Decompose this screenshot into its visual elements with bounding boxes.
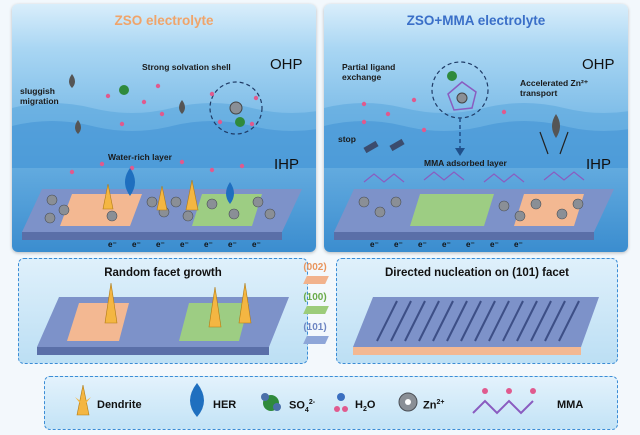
svg-text:e⁻: e⁻ bbox=[514, 240, 523, 249]
dendrite-icon bbox=[75, 385, 91, 416]
svg-text:e⁻: e⁻ bbox=[156, 240, 165, 249]
zinc-atoms bbox=[358, 196, 584, 222]
facet-002-swatch bbox=[303, 276, 329, 284]
water-rich-layer-text: Water-rich layer bbox=[108, 152, 172, 162]
legend-zn: Zn2+ bbox=[423, 399, 445, 412]
mma-adsorbed-chains bbox=[363, 171, 585, 183]
svg-text:e⁻: e⁻ bbox=[442, 240, 451, 249]
legend-dendrite: Dendrite bbox=[97, 399, 142, 411]
facet-100-swatch bbox=[303, 306, 329, 314]
svg-text:e⁻: e⁻ bbox=[204, 240, 213, 249]
svg-text:e⁻: e⁻ bbox=[180, 240, 189, 249]
legend-mma: MMA bbox=[557, 399, 584, 411]
water-waves bbox=[324, 103, 628, 168]
svg-text:e⁻: e⁻ bbox=[252, 240, 261, 249]
directed-nucleation-title: Directed nucleation on (101) facet bbox=[384, 267, 570, 279]
zso-mma-scene: e⁻ e⁻ e⁻ e⁻ e⁻ e⁻ e⁻ bbox=[334, 61, 614, 249]
stop-hammer-icon bbox=[389, 138, 405, 152]
zn-icon bbox=[398, 392, 418, 412]
dashed-arrow-head bbox=[455, 148, 465, 156]
zso-mma-electrolyte-panel: ZSO+MMA electrolyte OHP IHP Partial liga… bbox=[324, 4, 628, 252]
dendrites bbox=[104, 283, 252, 328]
water-molecules bbox=[69, 83, 259, 175]
stop-text: stop bbox=[338, 134, 356, 144]
random-facet-growth-title: Random facet growth bbox=[104, 267, 222, 279]
substrate-orange-facet bbox=[514, 194, 584, 226]
so4-ion bbox=[235, 117, 245, 127]
mma-molecule bbox=[447, 81, 477, 111]
water-molecules bbox=[361, 97, 507, 133]
her-bubble bbox=[226, 182, 234, 204]
zn-ion-drop bbox=[179, 100, 185, 114]
sluggish-migration-text: sluggish migration bbox=[20, 86, 59, 106]
legend-her: HER bbox=[213, 399, 237, 411]
dendrites bbox=[102, 179, 199, 211]
zso-scene: e⁻ e⁻ e⁻ e⁻ e⁻ e⁻ e⁻ bbox=[22, 74, 302, 249]
so4-icon bbox=[261, 393, 281, 411]
her-icon bbox=[190, 383, 204, 417]
electron-labels: e⁻ e⁻ e⁻ e⁻ e⁻ e⁻ e⁻ bbox=[370, 240, 523, 249]
mma-icon bbox=[472, 388, 536, 415]
svg-text:e⁻: e⁻ bbox=[132, 240, 141, 249]
stop-hammer-icon bbox=[363, 140, 379, 154]
directed-nucleation-box: Directed nucleation on (101) facet bbox=[336, 258, 618, 364]
substrate-orange-facet bbox=[60, 194, 142, 226]
ihp-label: IHP bbox=[274, 156, 300, 173]
svg-text:e⁻: e⁻ bbox=[466, 240, 475, 249]
facet-002-label: (002) bbox=[303, 262, 327, 273]
accelerated-transport-text: Accelerated Zn²⁺ transport bbox=[520, 78, 589, 98]
svg-text:e⁻: e⁻ bbox=[418, 240, 427, 249]
electrode-edge bbox=[22, 232, 282, 240]
zn-ion-drop bbox=[69, 74, 75, 88]
aligned-platelets bbox=[376, 300, 580, 342]
zn-ion bbox=[229, 101, 243, 115]
substrate-green-facet bbox=[410, 194, 494, 226]
svg-text:e⁻: e⁻ bbox=[228, 240, 237, 249]
legend: Dendrite HER SO42- H2O Zn2+ MMA bbox=[44, 376, 618, 430]
svg-text:e⁻: e⁻ bbox=[108, 240, 117, 249]
zso-electrolyte-panel: ZSO electrolyte OHP IHP sluggish migrati… bbox=[12, 4, 316, 252]
svg-text:e⁻: e⁻ bbox=[370, 240, 379, 249]
legend-h2o: H2O bbox=[355, 399, 376, 414]
growth-substrate-edge bbox=[353, 347, 581, 355]
directed-growth-illustration bbox=[353, 297, 599, 355]
panel-title: ZSO electrolyte bbox=[114, 13, 214, 28]
solvation-shell-circle bbox=[209, 81, 263, 135]
electron-labels: e⁻ e⁻ e⁻ e⁻ e⁻ e⁻ e⁻ bbox=[108, 240, 261, 249]
solvation-shell-text: Strong solvation shell bbox=[142, 62, 231, 72]
mma-adsorbed-layer-text: MMA adsorbed layer bbox=[424, 158, 507, 168]
facet-100-label: (100) bbox=[303, 292, 327, 303]
h2o-icon bbox=[334, 393, 348, 412]
growth-substrate-edge bbox=[37, 347, 269, 355]
svg-text:e⁻: e⁻ bbox=[490, 240, 499, 249]
legend-so4: SO42- bbox=[289, 399, 316, 414]
partial-ligand-exchange-text: Partial ligand exchange bbox=[342, 62, 396, 82]
transport-line bbox=[539, 131, 549, 155]
ihp-label: IHP bbox=[586, 156, 612, 173]
ohp-label: OHP bbox=[582, 56, 615, 73]
facet-101-label: (101) bbox=[303, 322, 327, 333]
panel-title: ZSO+MMA electrolyte bbox=[406, 13, 546, 28]
random-facet-growth-box: Random facet growth bbox=[18, 258, 308, 364]
electrode-edge bbox=[334, 232, 594, 240]
zn-ion bbox=[456, 92, 468, 104]
transport-line bbox=[559, 131, 569, 155]
zn-ion-drop bbox=[552, 114, 560, 138]
zn-ion-drop bbox=[75, 120, 81, 134]
zinc-atoms bbox=[44, 194, 276, 224]
facet-101-swatch bbox=[303, 336, 329, 344]
her-bubble bbox=[125, 168, 135, 196]
growth-substrate bbox=[353, 297, 599, 347]
svg-text:e⁻: e⁻ bbox=[394, 240, 403, 249]
ohp-label: OHP bbox=[270, 56, 303, 73]
random-growth-illustration bbox=[37, 283, 289, 355]
so4-ion bbox=[119, 85, 129, 95]
so4-ion bbox=[447, 71, 457, 81]
